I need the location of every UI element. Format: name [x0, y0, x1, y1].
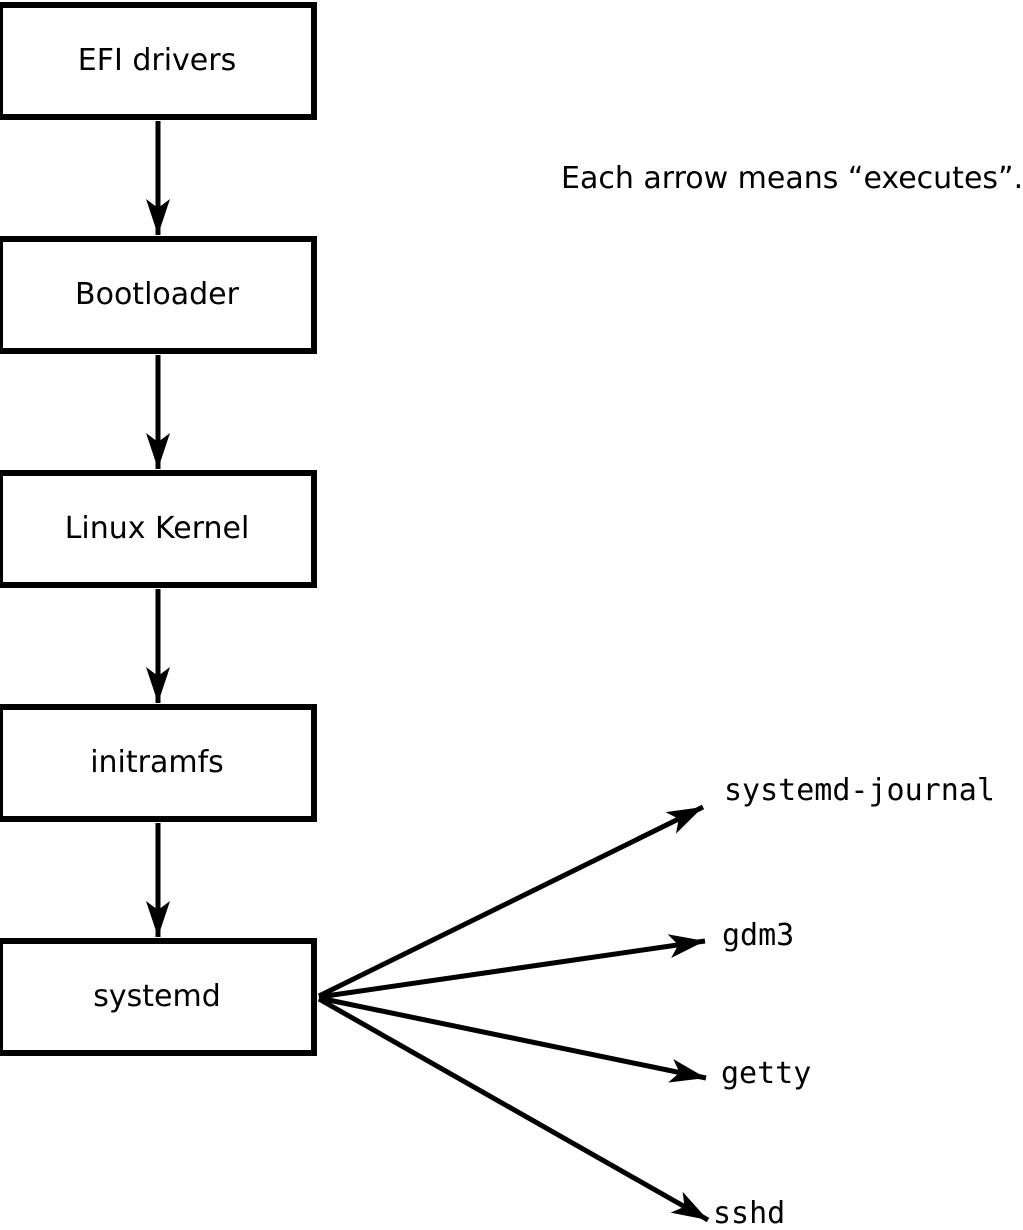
node-bootloader: Bootloader: [0, 236, 317, 354]
arrow-systemd-to-getty-icon: [318, 995, 707, 1083]
process-label-gdm3: gdm3: [722, 918, 795, 953]
node-linux-kernel-label: Linux Kernel: [64, 511, 250, 546]
process-label-sshd: sshd: [713, 1196, 786, 1230]
process-label-getty: getty: [721, 1056, 812, 1091]
node-systemd: systemd: [0, 938, 317, 1056]
arrow-systemd-to-sshd-icon: [317, 996, 710, 1223]
node-efi-drivers-label: EFI drivers: [77, 43, 237, 78]
arrow-systemd-to-gdm3-icon: [318, 934, 706, 1000]
process-label-systemd-journal: systemd-journal: [724, 773, 995, 808]
node-efi-drivers: EFI drivers: [0, 2, 317, 120]
node-systemd-label: systemd: [93, 979, 221, 1014]
node-initramfs: initramfs: [0, 704, 317, 822]
node-bootloader-label: Bootloader: [75, 277, 239, 312]
node-linux-kernel: Linux Kernel: [0, 470, 317, 588]
diagram-caption: Each arrow means “executes”.: [561, 161, 1023, 196]
arrow-systemd-to-journal-icon: [317, 804, 705, 999]
node-initramfs-label: initramfs: [90, 745, 224, 780]
